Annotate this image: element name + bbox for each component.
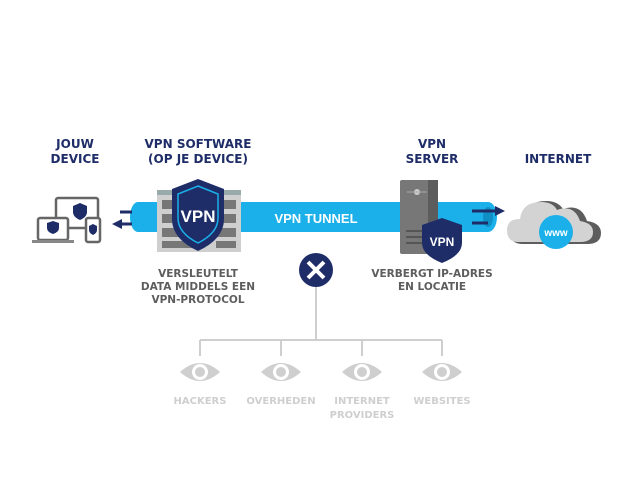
software-heading: VPN SOFTWARE (OP JE DEVICE) — [128, 137, 268, 167]
eye-icon — [422, 363, 462, 381]
observer-websites: WEBSITES — [402, 395, 482, 409]
observer-hackers: HACKERS — [160, 395, 240, 409]
internet-cloud-icon: www — [507, 201, 601, 249]
device-heading: JOUW DEVICE — [30, 137, 120, 167]
desc-line: VERBERGT IP-ADRES — [371, 268, 493, 280]
tunnel-label: VPN TUNNEL — [274, 211, 357, 226]
devices-icon — [32, 196, 102, 244]
vpn-server-icon: VPN — [400, 180, 462, 263]
heading-line: DEVICE — [50, 152, 100, 166]
server-description: VERBERGT IP-ADRES EN LOCATIE — [362, 268, 502, 294]
observer-label: WEBSITES — [413, 396, 471, 407]
desc-line: EN LOCATIE — [397, 281, 467, 293]
eye-icon — [180, 363, 220, 381]
heading-line: (OP JE DEVICE) — [148, 152, 248, 166]
eye-icon — [261, 363, 301, 381]
eye-icon — [342, 363, 382, 381]
desc-line: DATA MIDDELS EEN — [140, 281, 256, 293]
block-x-icon — [299, 253, 333, 340]
desc-line: VPN-PROTOCOL — [151, 294, 245, 306]
observer-label: INTERNET — [334, 396, 390, 407]
observer-internet-providers: INTERNET PROVIDERS — [322, 395, 402, 423]
vpn-software-window-icon: VPN — [157, 179, 241, 252]
observer-connectors — [199, 339, 443, 356]
arrows-left-icon — [112, 210, 132, 229]
observer-overheden: OVERHEDEN — [241, 395, 321, 409]
observer-label: OVERHEDEN — [246, 396, 316, 407]
heading-line: VPN — [417, 137, 447, 151]
server-badge-text: VPN — [430, 235, 455, 249]
observer-label: HACKERS — [173, 396, 227, 407]
heading-line: SERVER — [405, 152, 459, 166]
software-description: VERSLEUTELT DATA MIDDELS EEN VPN-PROTOCO… — [128, 268, 268, 307]
arrows-right-icon — [472, 206, 505, 225]
heading-line: VPN SOFTWARE — [144, 137, 252, 151]
desc-line: VERSLEUTELT — [158, 268, 238, 280]
www-text: www — [543, 228, 568, 239]
vpn-badge-text: VPN — [181, 207, 216, 226]
internet-heading: INTERNET — [524, 152, 592, 166]
heading-line: JOUW — [56, 137, 94, 151]
server-heading: VPN SERVER — [392, 137, 472, 167]
observer-label: PROVIDERS — [329, 410, 395, 421]
